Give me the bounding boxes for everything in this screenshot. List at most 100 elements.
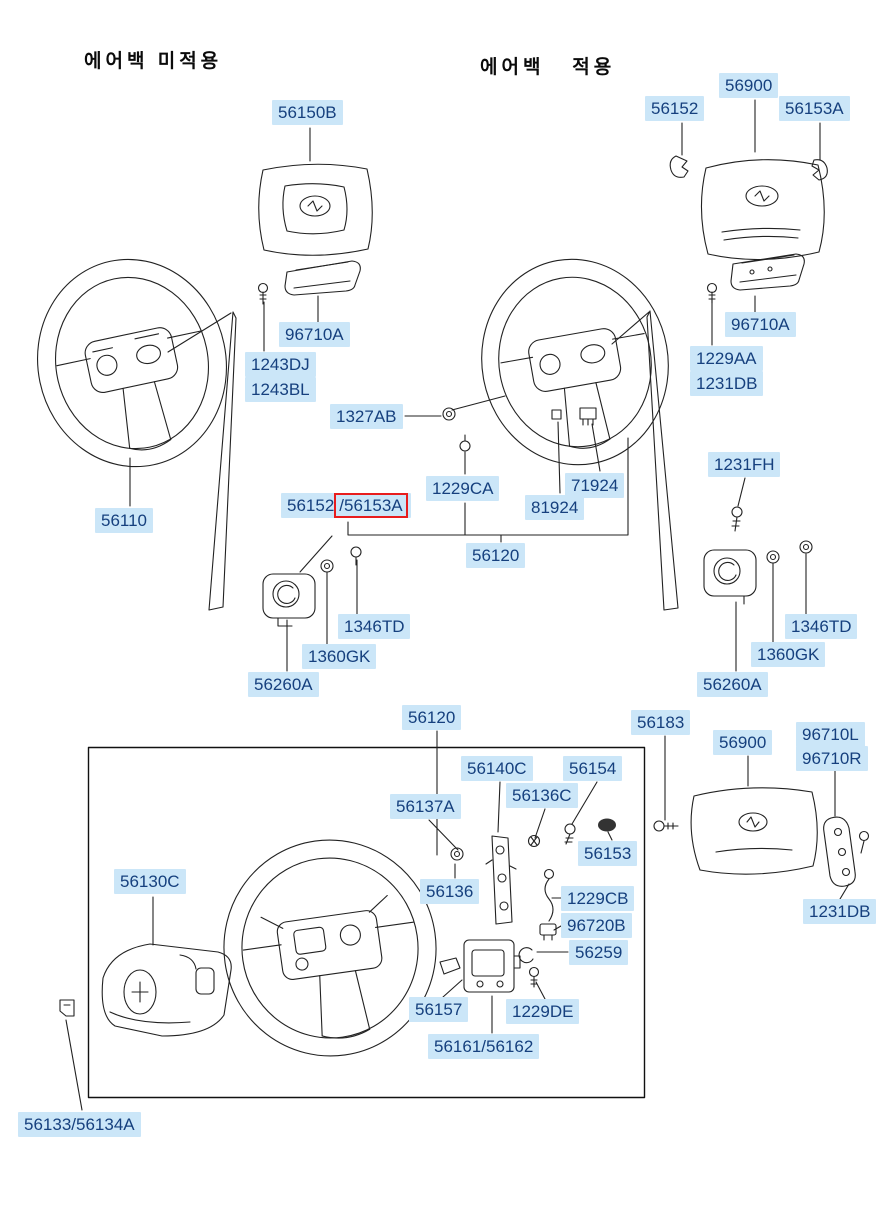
part-label-1243DJ[interactable]: 1243DJ: [245, 352, 316, 377]
part-label-1327AB[interactable]: 1327AB: [330, 404, 403, 429]
section-header-airbag: 에어백 적용: [480, 57, 616, 78]
part-number-text: 56140C: [467, 759, 527, 778]
part-label-56259[interactable]: 56259: [569, 940, 629, 965]
airbag-cover-bottom-drawing: [690, 787, 818, 875]
part-label-56140C[interactable]: 56140C: [461, 756, 533, 781]
part-number-text: 56260A: [254, 675, 313, 694]
part-number-text: 56900: [725, 76, 773, 95]
lower-assembly-box: [87, 746, 646, 1099]
part-number-text: 1229CB: [567, 889, 629, 908]
nut-1346TD-right-icon: [799, 540, 813, 554]
part-label-56152[interactable]: 56152: [645, 96, 705, 121]
part-label-1346TD[interactable]: 1346TD: [785, 614, 858, 639]
part-label-1231DB[interactable]: 1231DB: [803, 899, 877, 924]
part-number-text: 1229AA: [696, 349, 757, 368]
horn-pad-left-drawing: [284, 260, 361, 296]
part-label-5615256153A[interactable]: 56152/56153A: [281, 493, 411, 518]
clock-spring-left-drawing: [262, 573, 316, 627]
part-label-1229DE[interactable]: 1229DE: [506, 999, 580, 1024]
part-number-text: 56183: [637, 713, 685, 732]
steering-wheel-left-drawing: [36, 258, 228, 468]
part-label-96710A[interactable]: 96710A: [725, 312, 796, 337]
screw-1346TD-left-icon: [350, 546, 362, 566]
part-label-1229AA[interactable]: 1229AA: [690, 346, 763, 371]
part-number-text: 56153A: [785, 99, 844, 118]
part-label-56153A[interactable]: 56153A: [779, 96, 850, 121]
part-label-81924[interactable]: 81924: [525, 495, 585, 520]
part-label-56136C[interactable]: 56136C: [506, 783, 578, 808]
bolt-1327AB-icon: [442, 395, 506, 421]
part-number-text: 56153: [584, 844, 632, 863]
part-label-56157[interactable]: 56157: [409, 997, 469, 1022]
screw-1231FH-icon: [731, 506, 743, 532]
part-label-96710L[interactable]: 96710L: [796, 722, 865, 747]
part-number-text: 96710L: [802, 725, 859, 744]
part-number-text: 1231DB: [696, 374, 758, 393]
part-number-text: 96720B: [567, 916, 626, 935]
bolt-56136C-icon: [527, 834, 541, 848]
clip-56153A-icon: [811, 159, 828, 181]
part-label-56154[interactable]: 56154: [563, 756, 623, 781]
part-label-56120[interactable]: 56120: [402, 705, 462, 730]
part-label-5616156162[interactable]: 56161/56162: [428, 1034, 540, 1059]
wheel-hub-small-parts-drawing: [551, 407, 597, 426]
part-number-text: 1243DJ: [251, 355, 310, 374]
part-label-1360GK[interactable]: 1360GK: [751, 642, 826, 667]
highlighted-part-number[interactable]: /56153A: [334, 493, 408, 518]
connector-96720B-icon: [539, 923, 557, 941]
column-panel-left-drawing: [167, 311, 237, 611]
part-label-1231FH[interactable]: 1231FH: [708, 452, 781, 477]
column-cover-56130C-drawing: [101, 943, 232, 1037]
part-number-text: 56136C: [512, 786, 572, 805]
part-number-text: 56120: [408, 708, 456, 727]
part-label-56150B[interactable]: 56150B: [272, 100, 343, 125]
part-label-56136[interactable]: 56136: [420, 879, 480, 904]
part-label-1229CB[interactable]: 1229CB: [561, 886, 635, 911]
part-label-96720B[interactable]: 96720B: [561, 913, 632, 938]
part-number-text: 56150B: [278, 103, 337, 122]
part-number-text: 56154: [569, 759, 617, 778]
part-number-text: 56130C: [120, 872, 180, 891]
part-label-56153[interactable]: 56153: [578, 841, 638, 866]
part-number-text: 1229CA: [432, 479, 494, 498]
steering-wheel-middle-drawing: [481, 258, 669, 466]
part-number-text: 56110: [101, 511, 148, 530]
part-number-text: 1231DB: [809, 902, 871, 921]
part-number-text: 1360GK: [308, 647, 371, 666]
part-label-1229CA[interactable]: 1229CA: [426, 476, 500, 501]
screw-1229CA-icon: [459, 434, 471, 452]
part-number-text: 56120: [472, 546, 520, 565]
part-label-96710R[interactable]: 96710R: [796, 746, 868, 771]
part-label-56183[interactable]: 56183: [631, 710, 691, 735]
part-label-96710A[interactable]: 96710A: [279, 322, 350, 347]
part-label-56130C[interactable]: 56130C: [114, 869, 186, 894]
part-number-text: 1360GK: [757, 645, 820, 664]
part-label-1231DB[interactable]: 1231DB: [690, 371, 764, 396]
screw-56154-icon: [564, 823, 576, 845]
part-label-1360GK[interactable]: 1360GK: [302, 644, 377, 669]
part-number-text: 1327AB: [336, 407, 397, 426]
part-label-56110[interactable]: 56110: [95, 508, 154, 533]
module-56161-drawing: [463, 939, 521, 993]
part-number-text: 1243BL: [251, 380, 310, 399]
part-label-56260A[interactable]: 56260A: [248, 672, 319, 697]
part-label-1346TD[interactable]: 1346TD: [338, 614, 411, 639]
part-label-56120[interactable]: 56120: [466, 543, 526, 568]
part-number-text: 56900: [719, 733, 767, 752]
clip-56152-icon: [669, 155, 689, 178]
part-label-56260A[interactable]: 56260A: [697, 672, 768, 697]
screw-56183-icon: [653, 820, 679, 832]
part-label-1243BL[interactable]: 1243BL: [245, 377, 316, 402]
part-number-text: 1346TD: [791, 617, 852, 636]
screw-1229AA-icon: [706, 282, 718, 304]
clock-spring-right-drawing: [703, 549, 757, 605]
part-label-71924[interactable]: 71924: [565, 473, 625, 498]
screw-1243-icon: [257, 282, 269, 305]
part-label-56137A[interactable]: 56137A: [390, 794, 461, 819]
part-label-5613356134A[interactable]: 56133/56134A: [18, 1112, 141, 1137]
part-number-text: 96710R: [802, 749, 862, 768]
screw-56136-icon: [450, 847, 464, 861]
part-label-56900[interactable]: 56900: [713, 730, 773, 755]
part-label-56900[interactable]: 56900: [719, 73, 779, 98]
